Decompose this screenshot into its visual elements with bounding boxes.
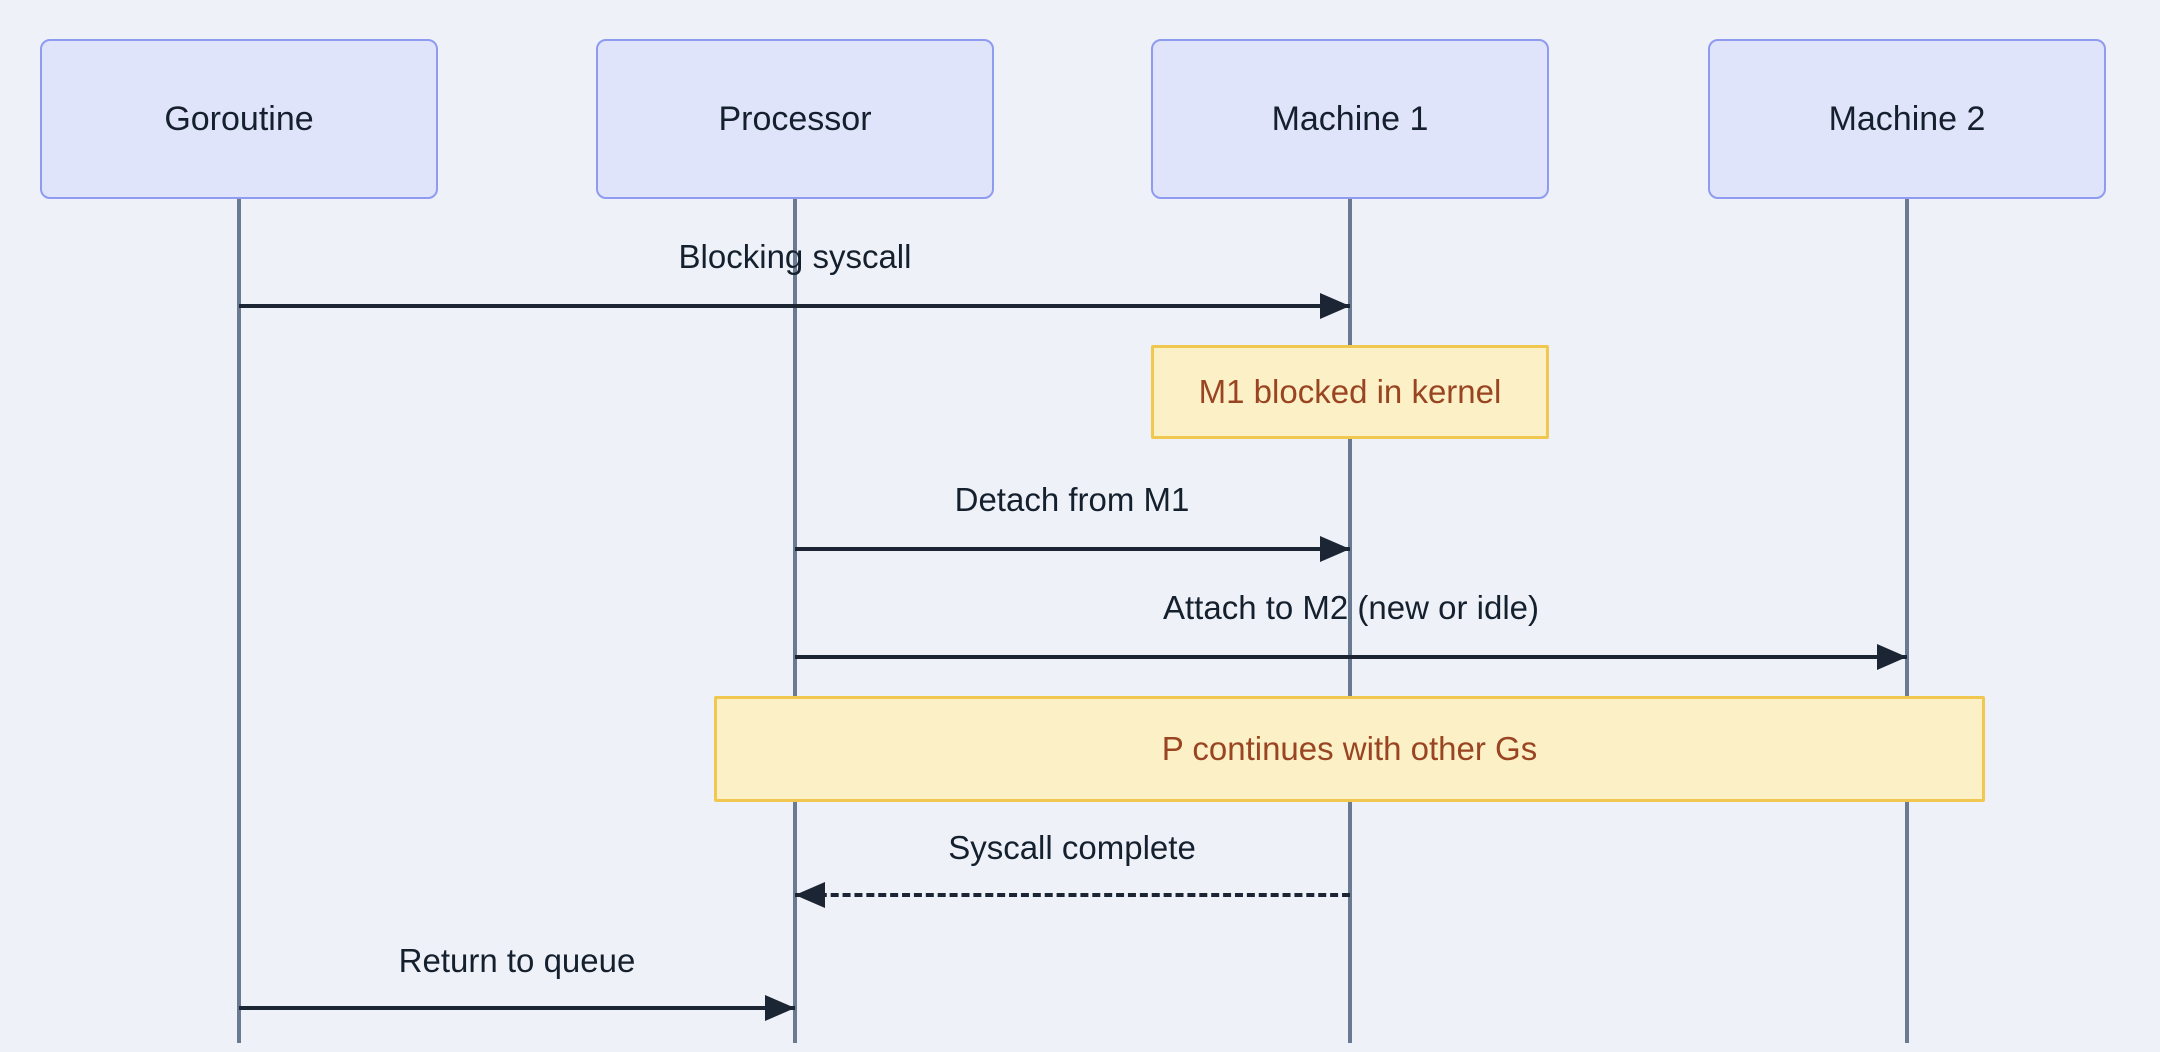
actor-machine-2: Machine 2 (1708, 39, 2106, 199)
lifeline-goroutine (237, 199, 241, 1043)
actor-label: Goroutine (164, 99, 314, 138)
message-arrow-attach-to-m2 (795, 655, 1907, 659)
arrowhead-icon (1320, 293, 1350, 319)
lifeline-machine-2 (1905, 199, 1909, 1043)
actor-processor: Processor (596, 39, 994, 199)
note-label: P continues with other Gs (1161, 730, 1538, 767)
actor-machine-1: Machine 1 (1151, 39, 1549, 199)
actor-goroutine: Goroutine (40, 39, 438, 199)
lifeline-machine-1 (1348, 199, 1352, 1043)
arrowhead-icon (1320, 536, 1350, 562)
arrowhead-icon (1877, 644, 1907, 670)
message-label-return-to-queue: Return to queue (398, 942, 636, 979)
message-arrow-blocking-syscall (239, 304, 1350, 308)
note-m1-blocked-in-kernel: M1 blocked in kernel (1151, 345, 1549, 439)
message-label-detach-from-m1: Detach from M1 (954, 481, 1190, 518)
arrowhead-icon (795, 882, 825, 908)
message-label-blocking-syscall: Blocking syscall (678, 238, 912, 275)
note-p-continues-with-other-gs: P continues with other Gs (714, 696, 1985, 802)
arrowhead-icon (765, 995, 795, 1021)
actor-label: Processor (718, 99, 872, 138)
message-arrow-detach-from-m1 (795, 547, 1350, 551)
note-label: M1 blocked in kernel (1198, 373, 1502, 410)
message-arrow-syscall-complete (795, 893, 1350, 897)
message-label-attach-to-m2: Attach to M2 (new or idle) (1163, 589, 1539, 626)
message-label-syscall-complete: Syscall complete (948, 829, 1196, 866)
actor-label: Machine 1 (1271, 99, 1429, 138)
message-arrow-return-to-queue (239, 1006, 795, 1010)
actor-label: Machine 2 (1828, 99, 1986, 138)
lifeline-processor (793, 199, 797, 1043)
